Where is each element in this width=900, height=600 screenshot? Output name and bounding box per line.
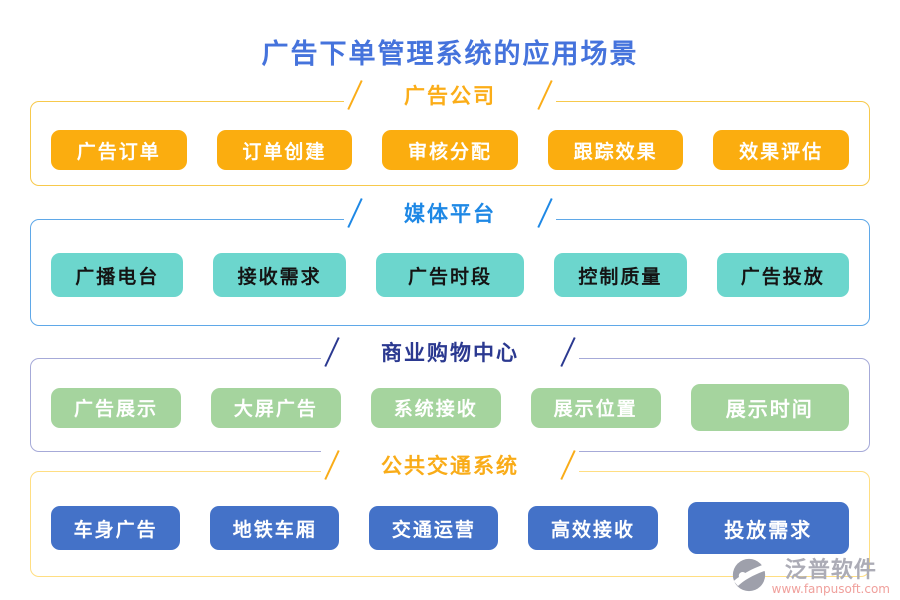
slash-decoration — [560, 337, 576, 367]
section-shopping-mall-header: 商业购物中心 — [30, 335, 870, 369]
scenario-item: 审核分配 — [382, 130, 518, 170]
section-public-transport: 公共交通系统 车身广告 地铁车厢 交通运营 高效接收 投放需求 — [30, 448, 870, 577]
section-media-platform-box: 广播电台 接收需求 广告时段 控制质量 广告投放 — [30, 219, 870, 326]
scenario-item: 控制质量 — [554, 253, 687, 297]
section-shopping-mall: 商业购物中心 广告展示 大屏广告 系统接收 展示位置 展示时间 — [30, 335, 870, 452]
scenario-item: 展示位置 — [530, 387, 661, 428]
scenario-item: 广告展示 — [51, 387, 181, 428]
slash-decoration — [347, 198, 363, 228]
slash-decoration — [347, 80, 363, 110]
fanpu-logo: 泛普软件 www.fanpusoft.com — [732, 558, 890, 596]
slash-decoration — [537, 198, 553, 228]
section-title: 媒体平台 — [404, 201, 496, 226]
section-media-platform-header: 媒体平台 — [30, 196, 870, 230]
scenario-item: 系统接收 — [370, 387, 501, 428]
scenario-item: 效果评估 — [713, 130, 849, 170]
scenario-item: 交通运营 — [369, 506, 499, 550]
slash-decoration — [324, 337, 340, 367]
section-title: 公共交通系统 — [381, 453, 519, 478]
scenario-item: 车身广告 — [51, 506, 181, 550]
section-public-transport-header: 公共交通系统 — [30, 448, 870, 482]
section-shopping-mall-box: 广告展示 大屏广告 系统接收 展示位置 展示时间 — [30, 358, 870, 452]
section-media-platform: 媒体平台 广播电台 接收需求 广告时段 控制质量 广告投放 — [30, 196, 870, 326]
scenario-item: 广播电台 — [51, 253, 184, 297]
section-ad-company-header: 广告公司 — [30, 78, 870, 112]
scenario-item: 广告订单 — [51, 130, 187, 170]
scenario-item: 展示时间 — [690, 384, 850, 431]
scenario-item: 投放需求 — [687, 502, 849, 554]
section-title: 广告公司 — [404, 83, 496, 108]
section-public-transport-box: 车身广告 地铁车厢 交通运营 高效接收 投放需求 — [30, 471, 870, 577]
section-title: 商业购物中心 — [381, 340, 519, 365]
scenario-item: 高效接收 — [528, 506, 658, 550]
scenario-item: 广告时段 — [375, 253, 525, 297]
scenario-item: 订单创建 — [216, 130, 353, 170]
slash-decoration — [560, 450, 576, 480]
section-ad-company-box: 广告订单 订单创建 审核分配 跟踪效果 效果评估 — [30, 101, 870, 186]
scenario-item: 大屏广告 — [210, 387, 341, 428]
slash-decoration — [324, 450, 340, 480]
fanpu-circle-swoosh-icon — [732, 558, 766, 596]
brand-website: www.fanpusoft.com — [771, 581, 890, 596]
scenario-item: 跟踪效果 — [547, 130, 684, 170]
page-title: 广告下单管理系统的应用场景 — [261, 39, 639, 70]
slash-decoration — [537, 80, 553, 110]
brand-name: 泛普软件 — [784, 557, 877, 584]
scenario-item: 接收需求 — [213, 253, 346, 297]
section-ad-company: 广告公司 广告订单 订单创建 审核分配 跟踪效果 效果评估 — [30, 78, 870, 186]
scenario-item: 广告投放 — [716, 253, 849, 297]
scenario-item: 地铁车厢 — [210, 506, 340, 550]
